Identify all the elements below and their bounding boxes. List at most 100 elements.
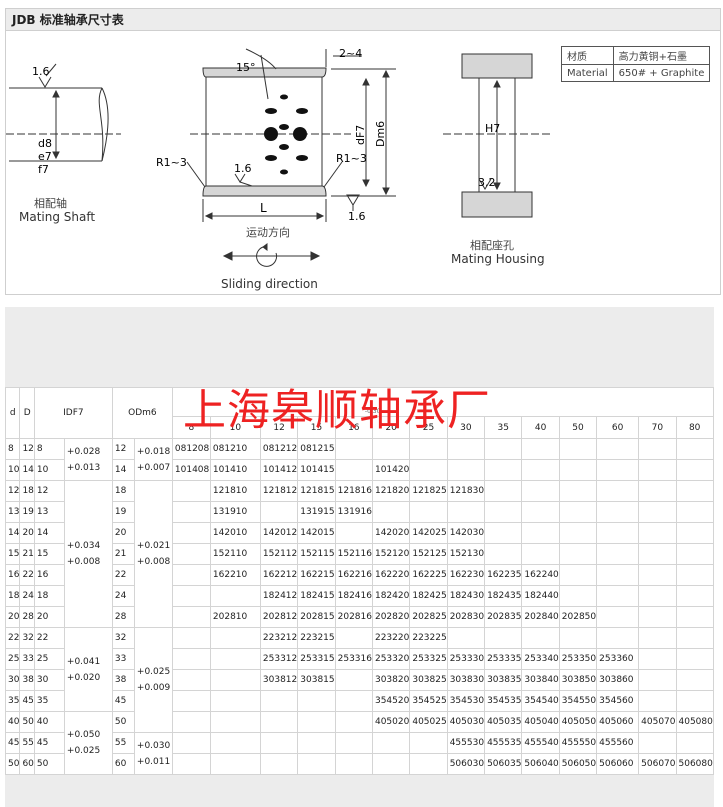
shaft-fit-d8: d8 xyxy=(38,137,52,150)
cell-odm6-tolerance-upper: +0.021 xyxy=(136,541,171,551)
cell-part-number xyxy=(675,627,714,649)
cell-odm6-nominal: 60 xyxy=(111,753,135,775)
cell-part-number xyxy=(171,732,211,754)
cell-idf7-tolerance: +0.050+0.025 xyxy=(63,711,113,775)
cell-idf7-nominal: 30 xyxy=(33,669,65,691)
cell-idf7-tolerance-upper: +0.050 xyxy=(66,730,101,740)
shaft-label-cn: 相配轴 xyxy=(34,196,67,210)
cell-part-number: 142015 xyxy=(297,522,336,544)
cell-part-number xyxy=(259,732,299,754)
cell-part-number: 455560 xyxy=(596,732,640,754)
cell-part-number xyxy=(484,438,523,460)
cell-part-number xyxy=(171,564,211,586)
cell-part-number xyxy=(675,543,714,565)
motion-label-en: Sliding direction xyxy=(221,277,318,291)
cell-part-number xyxy=(171,627,211,649)
cell-part-number xyxy=(638,690,677,712)
cell-part-number: 253335 xyxy=(484,648,523,670)
material-label-cn: 材质 xyxy=(561,46,614,65)
chamfer-label: 2~4 xyxy=(339,47,362,60)
cell-idf7-nominal: 45 xyxy=(33,732,65,754)
cell-part-number xyxy=(638,522,677,544)
cell-part-number xyxy=(409,459,448,481)
header-odm6: ODm6 xyxy=(111,387,173,439)
length-header: 50 xyxy=(558,416,598,439)
cell-part-number xyxy=(259,753,299,775)
cell-part-number: 506070 xyxy=(638,753,677,775)
cell-part-number: 354535 xyxy=(484,690,523,712)
cell-odm6-nominal: 19 xyxy=(111,501,135,523)
cell-D: 55 xyxy=(19,732,35,754)
length-tolerance-note: -0.30 xyxy=(364,408,381,415)
cell-d: 30 xyxy=(4,669,21,691)
cell-idf7-nominal: 18 xyxy=(33,585,65,607)
cell-d: 20 xyxy=(4,606,21,628)
cell-odm6-tolerance: +0.021+0.008 xyxy=(133,480,173,628)
cell-part-number: 223215 xyxy=(297,627,336,649)
cell-part-number: 455550 xyxy=(558,732,598,754)
cell-part-number: 223220 xyxy=(371,627,411,649)
cell-d: 8 xyxy=(4,438,21,460)
cell-part-number: 081212 xyxy=(259,438,299,460)
cell-odm6-tolerance: +0.030+0.011 xyxy=(133,732,173,775)
cell-part-number xyxy=(596,522,640,544)
diagram-panel: JDB 标准轴承尺寸表 1.6 d8 e7 f7 相配轴 Mating Shaf… xyxy=(5,8,721,295)
cell-odm6-tolerance: +0.018+0.007 xyxy=(133,438,173,481)
cell-part-number xyxy=(638,585,677,607)
cell-part-number: 506050 xyxy=(558,753,598,775)
cell-part-number: 253316 xyxy=(334,648,373,670)
cell-part-number xyxy=(171,606,211,628)
cell-part-number xyxy=(334,522,373,544)
cell-part-number xyxy=(171,711,211,733)
cell-part-number xyxy=(484,543,523,565)
cell-part-number xyxy=(638,627,677,649)
cell-d: 13 xyxy=(4,501,21,523)
cell-odm6-tolerance-upper: +0.025 xyxy=(136,667,171,677)
cell-part-number xyxy=(171,480,211,502)
bearing-dimension-lines xyxy=(186,48,396,222)
cell-part-number xyxy=(596,627,640,649)
bore-fit-label: dF7 xyxy=(354,125,367,145)
cell-part-number: 354530 xyxy=(446,690,486,712)
cell-part-number: 405040 xyxy=(521,711,560,733)
cell-part-number: 253325 xyxy=(409,648,448,670)
cell-part-number xyxy=(638,459,677,481)
cell-part-number xyxy=(675,459,714,481)
cell-idf7-nominal: 15 xyxy=(33,543,65,565)
cell-part-number: 162230 xyxy=(446,564,486,586)
cell-D: 50 xyxy=(19,711,35,733)
cell-part-number xyxy=(171,585,211,607)
cell-part-number: 162240 xyxy=(521,564,560,586)
cell-idf7-nominal: 50 xyxy=(33,753,65,775)
cell-d: 16 xyxy=(4,564,21,586)
cell-part-number: 182415 xyxy=(297,585,336,607)
cell-idf7-nominal: 10 xyxy=(33,459,65,481)
cell-d: 35 xyxy=(4,690,21,712)
sliding-direction-arrow xyxy=(222,243,321,267)
cell-part-number xyxy=(209,732,261,754)
cell-part-number: 131916 xyxy=(334,501,373,523)
header-D: D xyxy=(19,387,35,439)
housing-label-cn: 相配座孔 xyxy=(470,238,514,252)
cell-part-number xyxy=(596,543,640,565)
shaft-fit-f7: f7 xyxy=(38,163,49,176)
cell-d: 40 xyxy=(4,711,21,733)
cell-idf7-nominal: 25 xyxy=(33,648,65,670)
cell-part-number xyxy=(371,501,411,523)
cell-idf7-nominal: 40 xyxy=(33,711,65,733)
cell-part-number xyxy=(171,690,211,712)
cell-odm6-nominal: 18 xyxy=(111,480,135,502)
cell-idf7-tolerance: +0.034+0.008 xyxy=(63,480,113,628)
cell-part-number: 405050 xyxy=(558,711,598,733)
cell-odm6-nominal: 21 xyxy=(111,543,135,565)
cell-part-number: 121812 xyxy=(259,480,299,502)
cell-odm6-nominal: 12 xyxy=(111,438,135,460)
cell-odm6-tolerance-lower: +0.009 xyxy=(136,683,171,693)
graphite-plugs xyxy=(264,94,308,175)
